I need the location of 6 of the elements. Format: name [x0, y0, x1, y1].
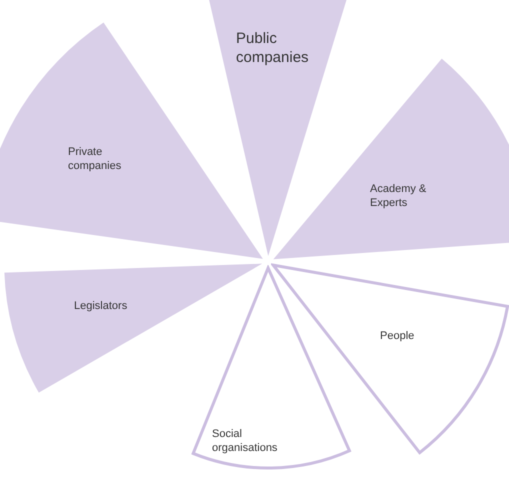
sector-label: Legislators	[74, 300, 128, 314]
sector-label: Private companies	[68, 146, 122, 174]
sector-label: Social organisations	[212, 428, 278, 456]
sector-label: People	[380, 330, 416, 344]
sector-label: Public companies	[236, 30, 310, 68]
sector-label: Academy & Experts	[370, 183, 428, 210]
